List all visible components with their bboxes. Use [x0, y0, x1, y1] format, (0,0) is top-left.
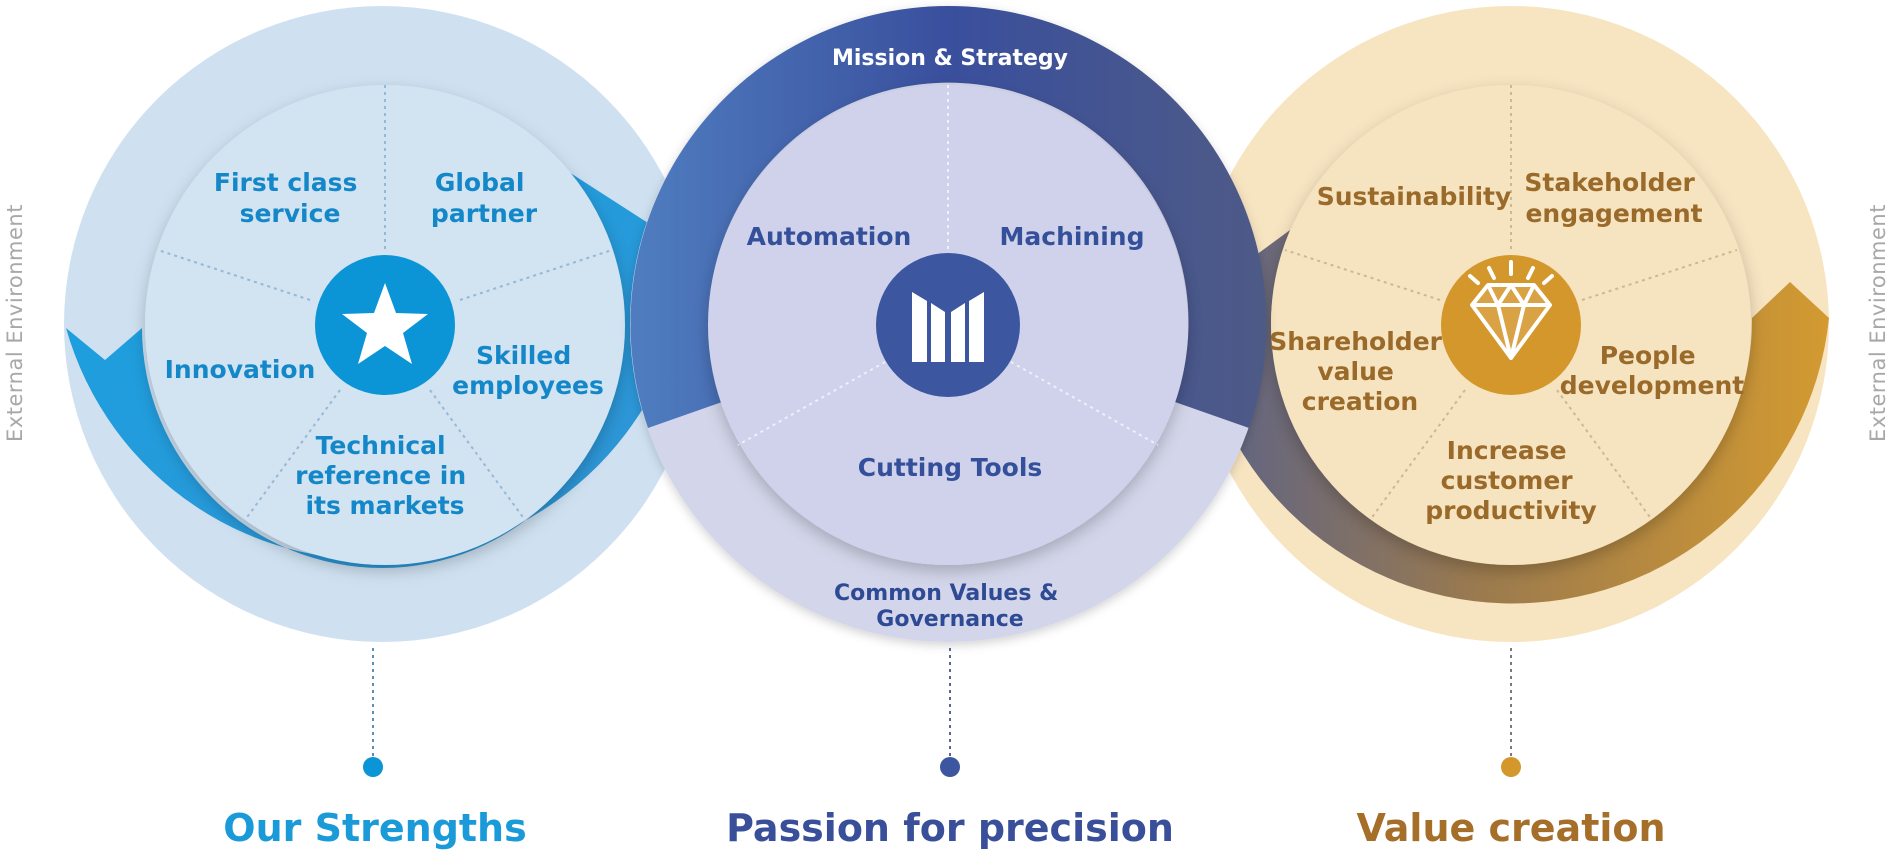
- value-dividers: [1284, 85, 1738, 521]
- value-dot: [1501, 757, 1521, 777]
- strengths-item-skilled-employees: Skilled employees: [452, 341, 604, 400]
- precision-item-cutting-tools: Cutting Tools: [858, 453, 1043, 482]
- precision-dividers: [737, 85, 1159, 446]
- value-center-badge: [1441, 255, 1581, 395]
- value-item-shareholder-value-creation: Shareholder value creation: [1269, 327, 1450, 416]
- strengths-circle: First class service Global partner Innov…: [64, 6, 700, 642]
- value-circle: Sustainability Stakeholder engagement Sh…: [1193, 6, 1829, 642]
- value-item-people-development: People development: [1560, 341, 1745, 400]
- star-icon: [342, 283, 428, 364]
- precision-dot: [940, 757, 960, 777]
- connectors: [372, 648, 1512, 760]
- strengths-item-first-class-service: First class service: [214, 168, 366, 228]
- strengths-dividers: [157, 85, 613, 521]
- precision-item-machining: Machining: [1000, 222, 1145, 251]
- value-ring-fill: [1195, 230, 1829, 604]
- strengths-dot: [363, 757, 383, 777]
- value-title: Value creation: [1356, 806, 1665, 850]
- precision-title: Passion for precision: [726, 806, 1174, 850]
- common-values-governance-label: Common Values & Governance: [834, 581, 1066, 632]
- strengths-item-technical-reference: Technical reference in its markets: [295, 431, 475, 520]
- strengths-title: Our Strengths: [223, 806, 526, 850]
- precision-circle: Mission & Strategy Common Values & Gover…: [630, 5, 1267, 642]
- value-item-sustainability: Sustainability: [1317, 182, 1512, 211]
- external-environment-left: External Environment: [3, 204, 27, 442]
- external-environment-right: External Environment: [1866, 204, 1890, 442]
- value-item-increase-customer-productivity: Increase customer productivity: [1425, 436, 1597, 525]
- strengths-item-innovation: Innovation: [165, 355, 316, 384]
- mission-strategy-label: Mission & Strategy: [832, 46, 1068, 71]
- precision-center-badge: [876, 253, 1020, 397]
- precision-item-automation: Automation: [747, 222, 912, 251]
- m-logo-icon: [912, 292, 984, 362]
- strengths-item-global-partner: Global partner: [431, 168, 538, 228]
- value-item-stakeholder-engagement: Stakeholder engagement: [1524, 168, 1703, 228]
- diamond-icon: [1468, 260, 1554, 360]
- precision-ring-fill: [630, 5, 1267, 429]
